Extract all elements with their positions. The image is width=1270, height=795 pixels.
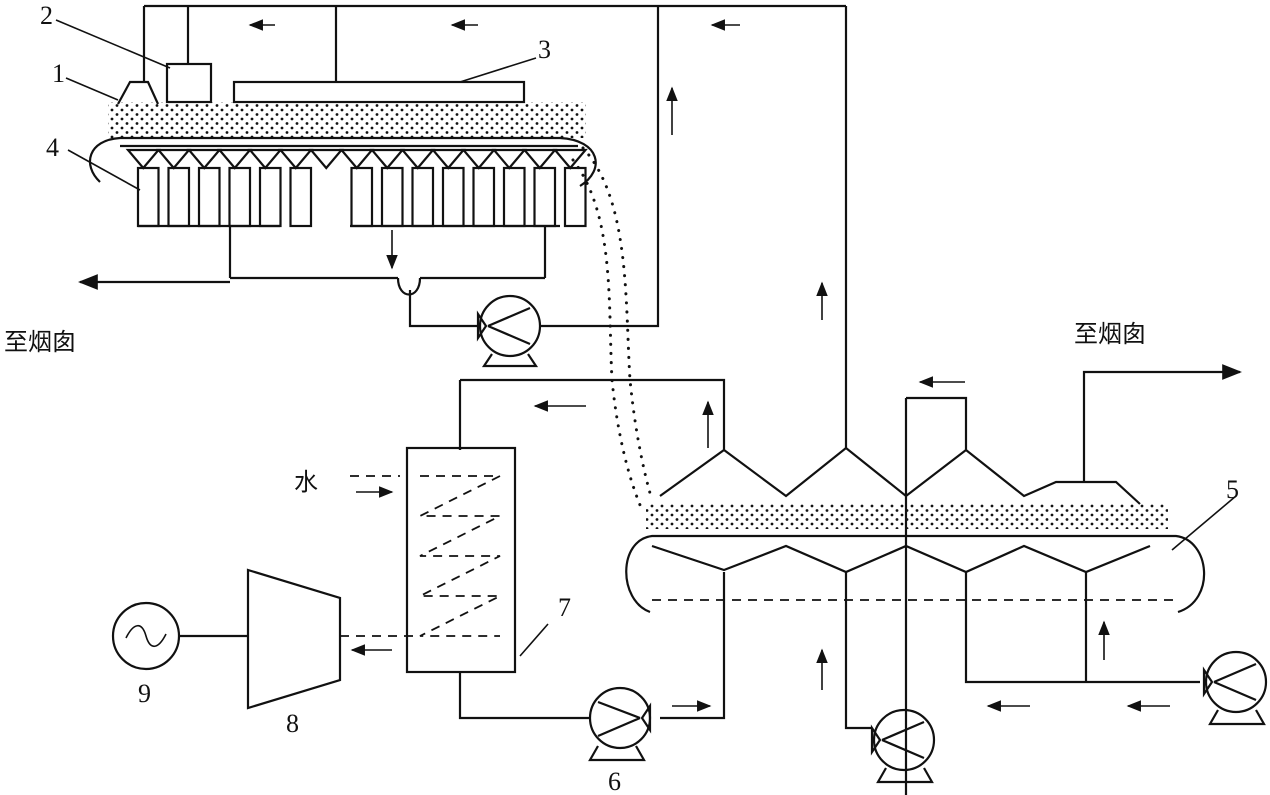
windbox <box>350 166 374 228</box>
windbox <box>472 166 496 228</box>
windbox-nozzle <box>156 148 192 170</box>
waste-heat-boiler-7 <box>340 446 549 674</box>
ore-bed <box>108 102 586 138</box>
fan-6 <box>458 672 652 762</box>
label-5: 5 <box>1226 475 1239 504</box>
windbox-nozzle <box>491 148 527 170</box>
cooler-5 <box>458 364 1268 795</box>
fan-middle <box>870 708 936 784</box>
water-label: 水 <box>294 468 318 496</box>
windbox <box>502 166 526 228</box>
windbox-nozzle <box>308 148 344 170</box>
windbox-nozzle <box>522 148 558 170</box>
callout-leaders <box>55 19 1237 551</box>
windbox <box>167 166 191 228</box>
chimney-label-right: 至烟囱 <box>1074 320 1146 348</box>
windbox <box>563 166 587 228</box>
windbox <box>533 166 557 228</box>
top-ducts <box>142 4 848 448</box>
windbox <box>411 166 435 228</box>
windbox-nozzle <box>430 148 466 170</box>
windbox <box>258 166 282 228</box>
windboxes-4 <box>125 148 588 228</box>
label-4: 4 <box>46 133 59 162</box>
windbox-nozzle <box>552 148 588 170</box>
label-3: 3 <box>538 35 551 64</box>
sinter-machine <box>78 6 660 368</box>
label-9: 9 <box>138 679 151 708</box>
cooler-belt <box>625 534 1206 614</box>
label-2: 2 <box>40 1 53 30</box>
fan-top <box>476 294 542 368</box>
windbox-nozzle <box>217 148 253 170</box>
label-1: 1 <box>52 59 65 88</box>
steam-turbine-8 <box>246 568 342 710</box>
windbox-nozzle <box>339 148 375 170</box>
windbox <box>380 166 404 228</box>
windbox-nozzle <box>461 148 497 170</box>
windbox <box>197 166 221 228</box>
label-6: 6 <box>608 767 621 795</box>
windbox <box>136 166 160 228</box>
label-7: 7 <box>558 593 571 622</box>
windbox-nozzle <box>278 148 314 170</box>
feed-hopper-1 <box>117 80 160 105</box>
windbox-nozzle <box>186 148 222 170</box>
windbox-nozzle <box>247 148 283 170</box>
fan-right <box>1202 650 1268 726</box>
windbox-nozzle <box>400 148 436 170</box>
chimney-label-left: 至烟囱 <box>4 328 76 356</box>
windbox <box>289 166 313 228</box>
windbox <box>441 166 465 228</box>
generator-9 <box>111 601 248 671</box>
cooling-hood-3 <box>232 80 526 104</box>
igniter-2 <box>165 62 213 104</box>
windbox-nozzle <box>369 148 405 170</box>
strand-belt <box>88 136 597 187</box>
label-8: 8 <box>286 709 299 738</box>
windbox-nozzle <box>125 148 161 170</box>
windbox <box>228 166 252 228</box>
